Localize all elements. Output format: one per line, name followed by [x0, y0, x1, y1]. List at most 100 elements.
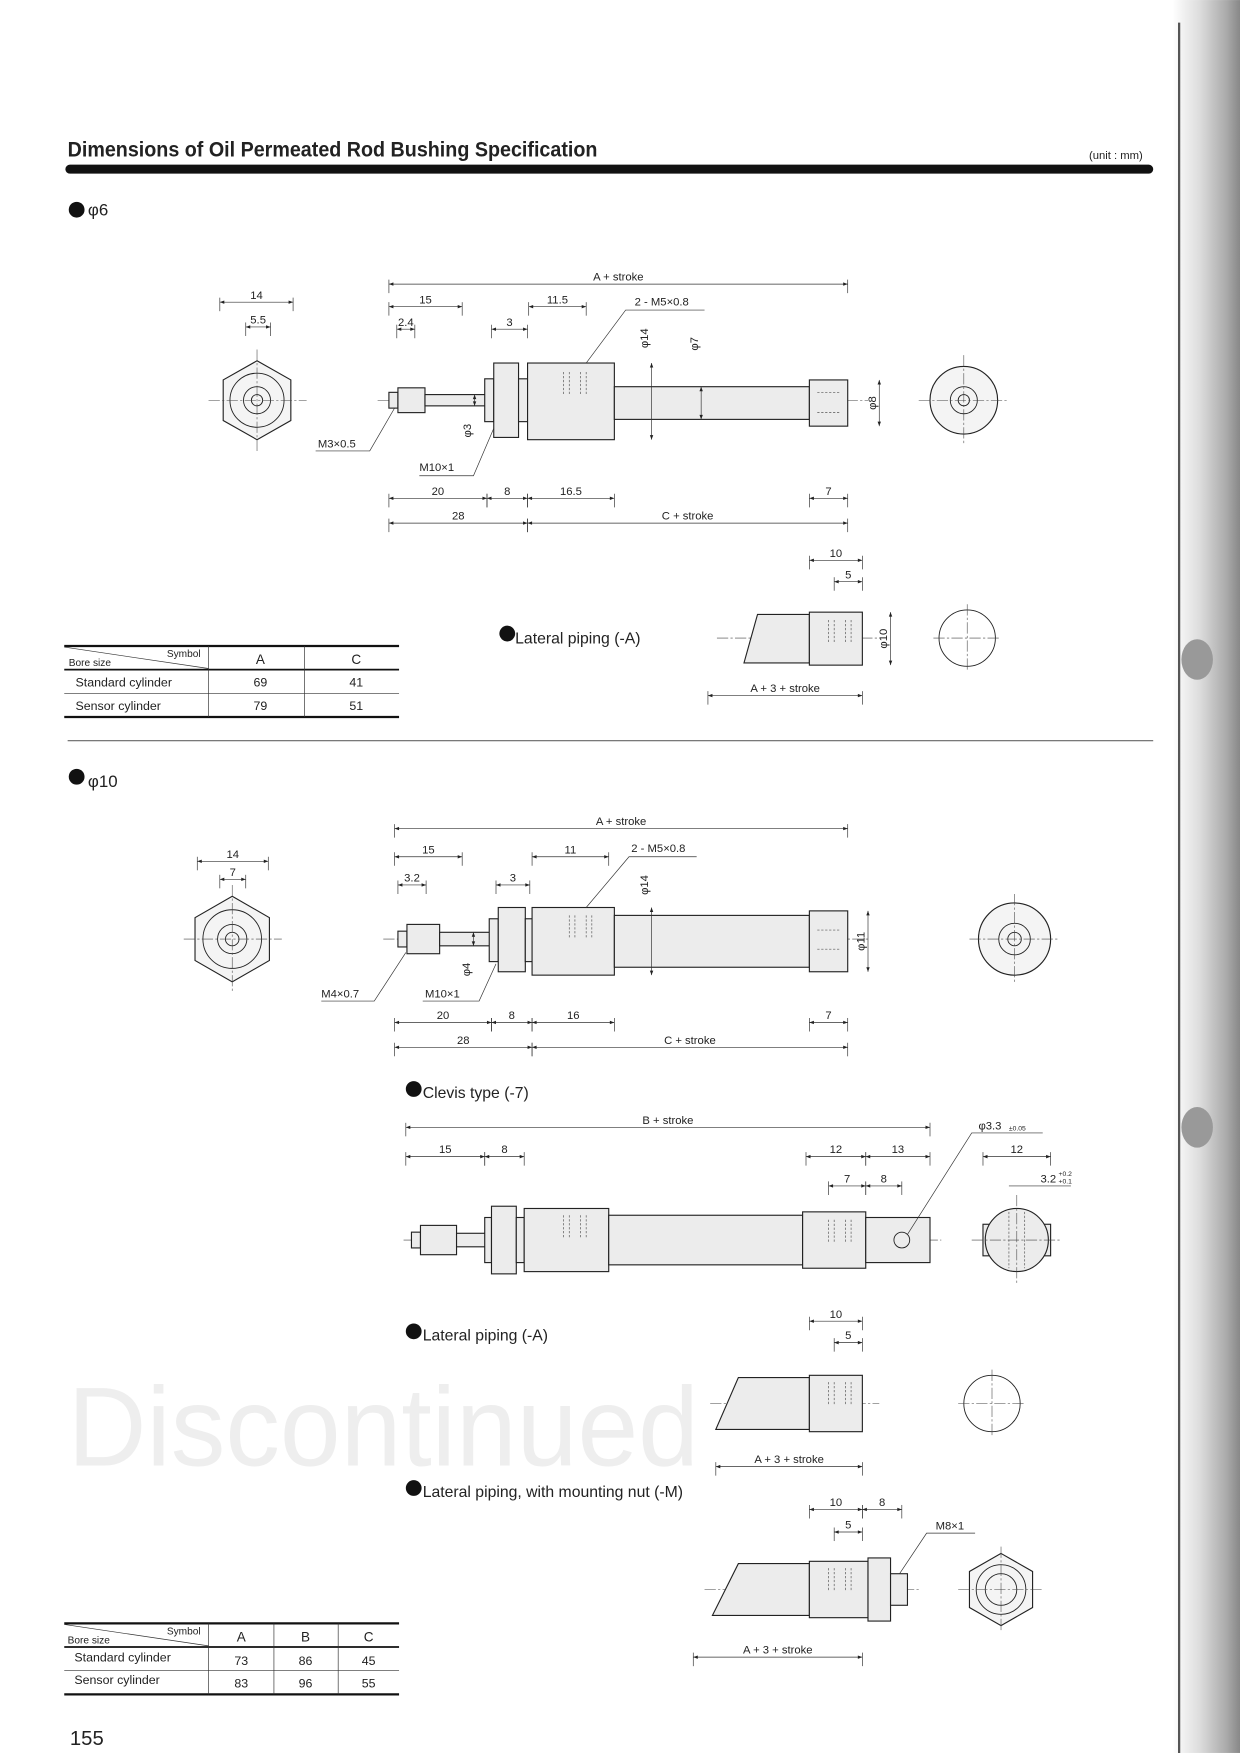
bullet-icon	[499, 625, 516, 642]
table-bore-header: Bore size	[68, 1636, 111, 1647]
dimension: 3	[491, 317, 528, 339]
dimension: 12	[982, 1144, 1051, 1166]
arrowhead	[834, 580, 839, 584]
dimension-label: C + stroke	[664, 1035, 716, 1047]
arrowhead	[809, 1319, 814, 1323]
dimension: 28	[394, 1035, 533, 1057]
arrowhead	[457, 855, 463, 859]
arrowhead	[491, 1020, 496, 1025]
arrowhead	[486, 496, 492, 500]
lateral-piping-label: Lateral piping (-A)	[515, 631, 640, 648]
phi10-dimension-table: Symbol Bore size A B C Standard cylinder…	[64, 1622, 400, 1696]
arrowhead	[532, 1020, 537, 1025]
dimension-label: 11	[565, 844, 577, 856]
lateral-piping-label: Lateral piping (-A)	[423, 1327, 548, 1344]
arrowhead	[877, 421, 881, 427]
arrowhead	[288, 300, 294, 304]
arrowhead	[486, 1020, 492, 1025]
dimension: 8	[862, 1497, 903, 1519]
dimension: 3	[495, 873, 531, 894]
arrowhead	[809, 1020, 814, 1025]
thread-label: M10×1	[419, 462, 454, 474]
dimension-label: 5	[845, 1520, 851, 1532]
leader-m8: M8×1	[899, 1521, 976, 1574]
slot-dimension: 3.2 +0.2 +0.1	[1008, 1171, 1072, 1187]
dimension: 5.5	[245, 315, 271, 336]
bullet-icon	[405, 1081, 422, 1097]
phi6-cylinder-side-view	[377, 362, 868, 441]
diameter-dimension: φ7	[689, 337, 703, 420]
dimension-label: φ10	[878, 629, 890, 649]
dimension-label: 8	[881, 1174, 887, 1186]
dimension: 13	[865, 1144, 931, 1166]
table-cell: 51	[349, 699, 363, 713]
table-cell: 73	[234, 1654, 248, 1668]
dimension-label: φ8	[867, 396, 879, 410]
dimension-label: 16.5	[560, 486, 582, 498]
dimension: 15	[394, 844, 463, 866]
leader-m10: M10×1	[422, 963, 497, 1002]
table-cell: 69	[254, 676, 268, 690]
arrowhead	[523, 496, 528, 500]
leader-m4: M4×0.7	[321, 952, 407, 1002]
dimension-label: φ7	[689, 337, 701, 351]
arrowhead	[857, 580, 863, 584]
dimension-label: 3	[506, 317, 512, 329]
dimension: B + stroke	[405, 1115, 931, 1137]
slot-label: 3.2	[1040, 1174, 1056, 1186]
arrowhead	[410, 327, 415, 331]
arrowhead	[857, 1507, 863, 1512]
thread-label: M8×1	[936, 1521, 965, 1533]
bullet-icon	[68, 768, 85, 785]
arrowhead	[715, 1464, 721, 1469]
dimension-label: 28	[457, 1035, 470, 1047]
arrowhead	[877, 379, 881, 385]
arrowhead	[532, 855, 537, 859]
section-heading-phi6: φ6	[88, 200, 108, 219]
arrowhead	[925, 1125, 930, 1130]
dimension-label: 8	[501, 1144, 507, 1156]
dimension-label: 3.2	[404, 873, 420, 885]
dimension: A + 3 + stroke	[707, 683, 863, 705]
arrowhead	[482, 496, 487, 500]
diameter-dimension: φ4	[461, 932, 476, 977]
phi10-cylinder-side-view	[383, 906, 868, 976]
phi10-rod-end-view	[969, 893, 1060, 985]
dimension: A + stroke	[394, 816, 849, 838]
dimension: 3.2	[397, 873, 427, 894]
clevis-side-view	[403, 1205, 942, 1275]
dimension-label: A + 3 + stroke	[743, 1645, 813, 1657]
dimension: 5	[833, 569, 863, 591]
dimension-label: 8	[879, 1497, 885, 1509]
watermark: Discontinued	[68, 1364, 699, 1490]
arrowhead	[857, 1464, 863, 1469]
phi10-lateral-piping-view	[710, 1369, 1026, 1438]
dimension-label: 20	[432, 486, 445, 498]
table-row-label: Sensor cylinder	[76, 699, 161, 713]
dimension: 8	[486, 486, 528, 508]
arrowhead	[649, 363, 654, 368]
table-cell: 96	[299, 1677, 313, 1691]
table-cell: 55	[362, 1677, 376, 1691]
arrowhead	[862, 1507, 867, 1512]
arrowhead	[197, 859, 202, 863]
diameter-dimension: φ3	[462, 394, 477, 437]
arrowhead	[523, 327, 528, 331]
bullet-icon	[405, 1323, 422, 1340]
dimension-label: 5	[845, 1330, 851, 1342]
dimension: 15	[388, 294, 463, 316]
dimension-label: φ4	[461, 963, 473, 977]
arrowhead	[388, 304, 394, 309]
arrowhead	[649, 907, 654, 913]
arrowhead	[457, 304, 463, 309]
arrowhead	[1046, 1154, 1051, 1159]
arrowhead	[809, 1507, 814, 1512]
dimension: 8	[484, 1144, 525, 1166]
dimension-label: 12	[1011, 1144, 1024, 1156]
dimension-label: 3	[510, 873, 516, 885]
dimension: 10	[809, 1309, 863, 1331]
arrowhead	[843, 826, 848, 831]
dimension-label: 8	[504, 486, 510, 498]
diameter-dimension: φ14	[639, 328, 654, 440]
